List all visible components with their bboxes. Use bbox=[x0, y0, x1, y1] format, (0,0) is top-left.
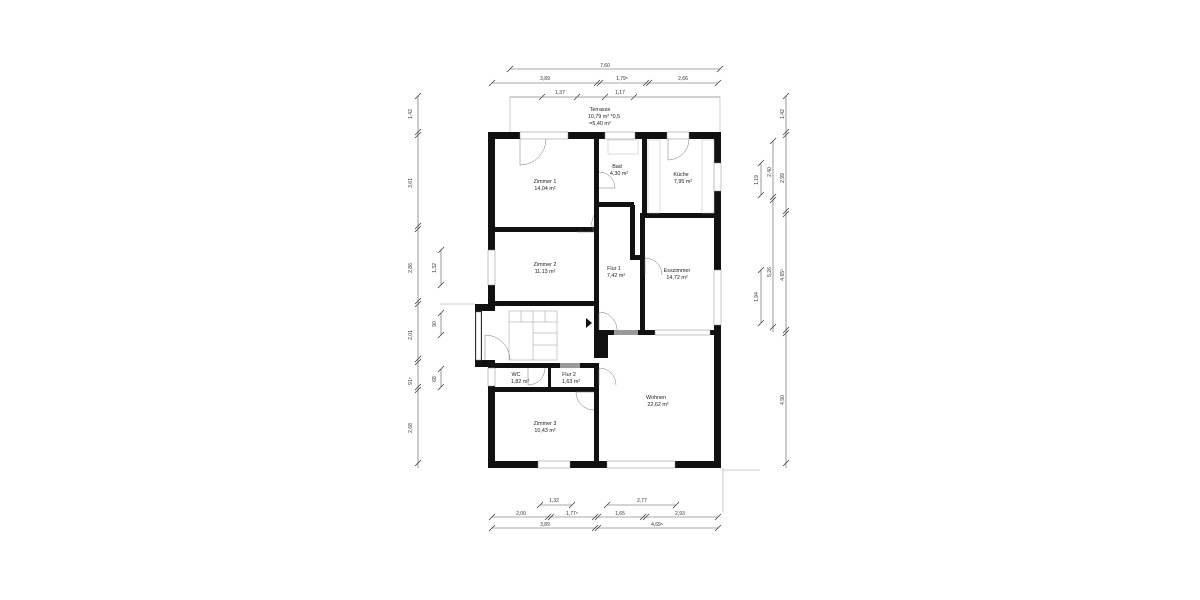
svg-text:2,68: 2,68 bbox=[408, 423, 414, 433]
svg-text:1,79⁵: 1,79⁵ bbox=[616, 76, 628, 82]
svg-text:2,00: 2,00 bbox=[516, 511, 526, 517]
svg-text:10,43 m²: 10,43 m² bbox=[534, 428, 555, 434]
svg-text:1,94: 1,94 bbox=[754, 292, 760, 302]
svg-text:2,86: 2,86 bbox=[408, 263, 414, 273]
svg-text:4,69⁵: 4,69⁵ bbox=[651, 522, 663, 528]
svg-text:14,72 m²: 14,72 m² bbox=[666, 275, 687, 281]
stairs bbox=[508, 310, 558, 361]
svg-text:Küche: Küche bbox=[673, 172, 688, 178]
svg-text:Zimmer 1: Zimmer 1 bbox=[534, 179, 557, 185]
svg-text:68: 68 bbox=[432, 376, 438, 382]
svg-text:1,77⁵: 1,77⁵ bbox=[566, 511, 578, 517]
svg-text:1,82 m²: 1,82 m² bbox=[511, 379, 529, 385]
svg-text:WC: WC bbox=[512, 372, 521, 378]
svg-text:11,13 m²: 11,13 m² bbox=[535, 269, 556, 275]
svg-text:Zimmer 3: Zimmer 3 bbox=[534, 421, 557, 427]
svg-text:Flur 2: Flur 2 bbox=[562, 372, 576, 378]
room-labels: Zimmer 1 14,04 m² Bad 4,30 m² Küche 7,95… bbox=[511, 164, 692, 434]
svg-text:2,77: 2,77 bbox=[637, 498, 647, 504]
svg-text:91⁵: 91⁵ bbox=[408, 377, 414, 385]
svg-text:Zimmer 2: Zimmer 2 bbox=[534, 262, 557, 268]
svg-text:5,26: 5,26 bbox=[767, 267, 773, 277]
svg-text:1,32: 1,32 bbox=[549, 498, 559, 504]
entrance-arrow-icon bbox=[586, 318, 592, 328]
svg-text:7,60: 7,60 bbox=[600, 63, 610, 69]
svg-text:1,19: 1,19 bbox=[754, 175, 760, 185]
svg-text:4,30 m²: 4,30 m² bbox=[610, 171, 628, 177]
svg-text:10,79 m² *0,5: 10,79 m² *0,5 bbox=[588, 114, 620, 120]
top-dimensions: 7,60 3,89 1,79⁵ 2,66 1,37 1,17 bbox=[488, 63, 724, 101]
svg-text:Flur 1: Flur 1 bbox=[607, 266, 621, 272]
svg-text:Esszimmer: Esszimmer bbox=[664, 268, 691, 274]
svg-text:90: 90 bbox=[432, 321, 438, 327]
svg-text:1,65: 1,65 bbox=[615, 511, 625, 517]
svg-text:4,90: 4,90 bbox=[780, 395, 786, 405]
doors bbox=[484, 138, 690, 411]
svg-text:Terrasse: Terrasse bbox=[590, 107, 611, 113]
left-dimensions: 1,42 3,61 2,86 2,01 91⁵ 2,68 1,32 90 68 bbox=[408, 92, 475, 468]
svg-text:1,17: 1,17 bbox=[615, 90, 625, 96]
svg-text:3,61: 3,61 bbox=[408, 178, 414, 188]
svg-text:14,04 m²: 14,04 m² bbox=[534, 186, 555, 192]
svg-text:3,89: 3,89 bbox=[540, 76, 550, 82]
kitchen-counter bbox=[607, 139, 715, 214]
svg-text:1,42: 1,42 bbox=[780, 109, 786, 119]
svg-text:2,66: 2,66 bbox=[678, 76, 688, 82]
svg-text:2,01: 2,01 bbox=[408, 330, 414, 340]
svg-text:2,93: 2,93 bbox=[675, 511, 685, 517]
svg-text:7,42 m²: 7,42 m² bbox=[607, 273, 625, 279]
svg-text:22,62 m²: 22,62 m² bbox=[647, 402, 668, 408]
svg-text:2,40: 2,40 bbox=[767, 167, 773, 177]
svg-text:Bad: Bad bbox=[612, 164, 622, 170]
svg-text:4,65³: 4,65³ bbox=[780, 269, 786, 281]
svg-text:1,32: 1,32 bbox=[432, 263, 438, 273]
svg-text:=5,40 m²: =5,40 m² bbox=[589, 121, 611, 127]
right-dimensions: 1,42 2,99 4,65³ 4,90 2,40 5,26 1,19 1,94 bbox=[754, 92, 790, 468]
terrace: Terrasse 10,79 m² *0,5 =5,40 m² bbox=[509, 96, 721, 134]
windows bbox=[475, 131, 722, 469]
svg-text:2,99: 2,99 bbox=[780, 173, 786, 183]
svg-text:Wohnen: Wohnen bbox=[646, 395, 666, 401]
svg-text:1,63 m²: 1,63 m² bbox=[562, 379, 580, 385]
svg-text:3,89: 3,89 bbox=[540, 522, 550, 528]
svg-text:7,95 m²: 7,95 m² bbox=[674, 179, 692, 185]
bottom-dimensions: 1,32 2,77 2,00 1,77⁵ 1,65 2,93 3,89 4,69… bbox=[488, 468, 760, 532]
svg-text:1,42: 1,42 bbox=[408, 109, 414, 119]
svg-text:1,37: 1,37 bbox=[555, 90, 565, 96]
